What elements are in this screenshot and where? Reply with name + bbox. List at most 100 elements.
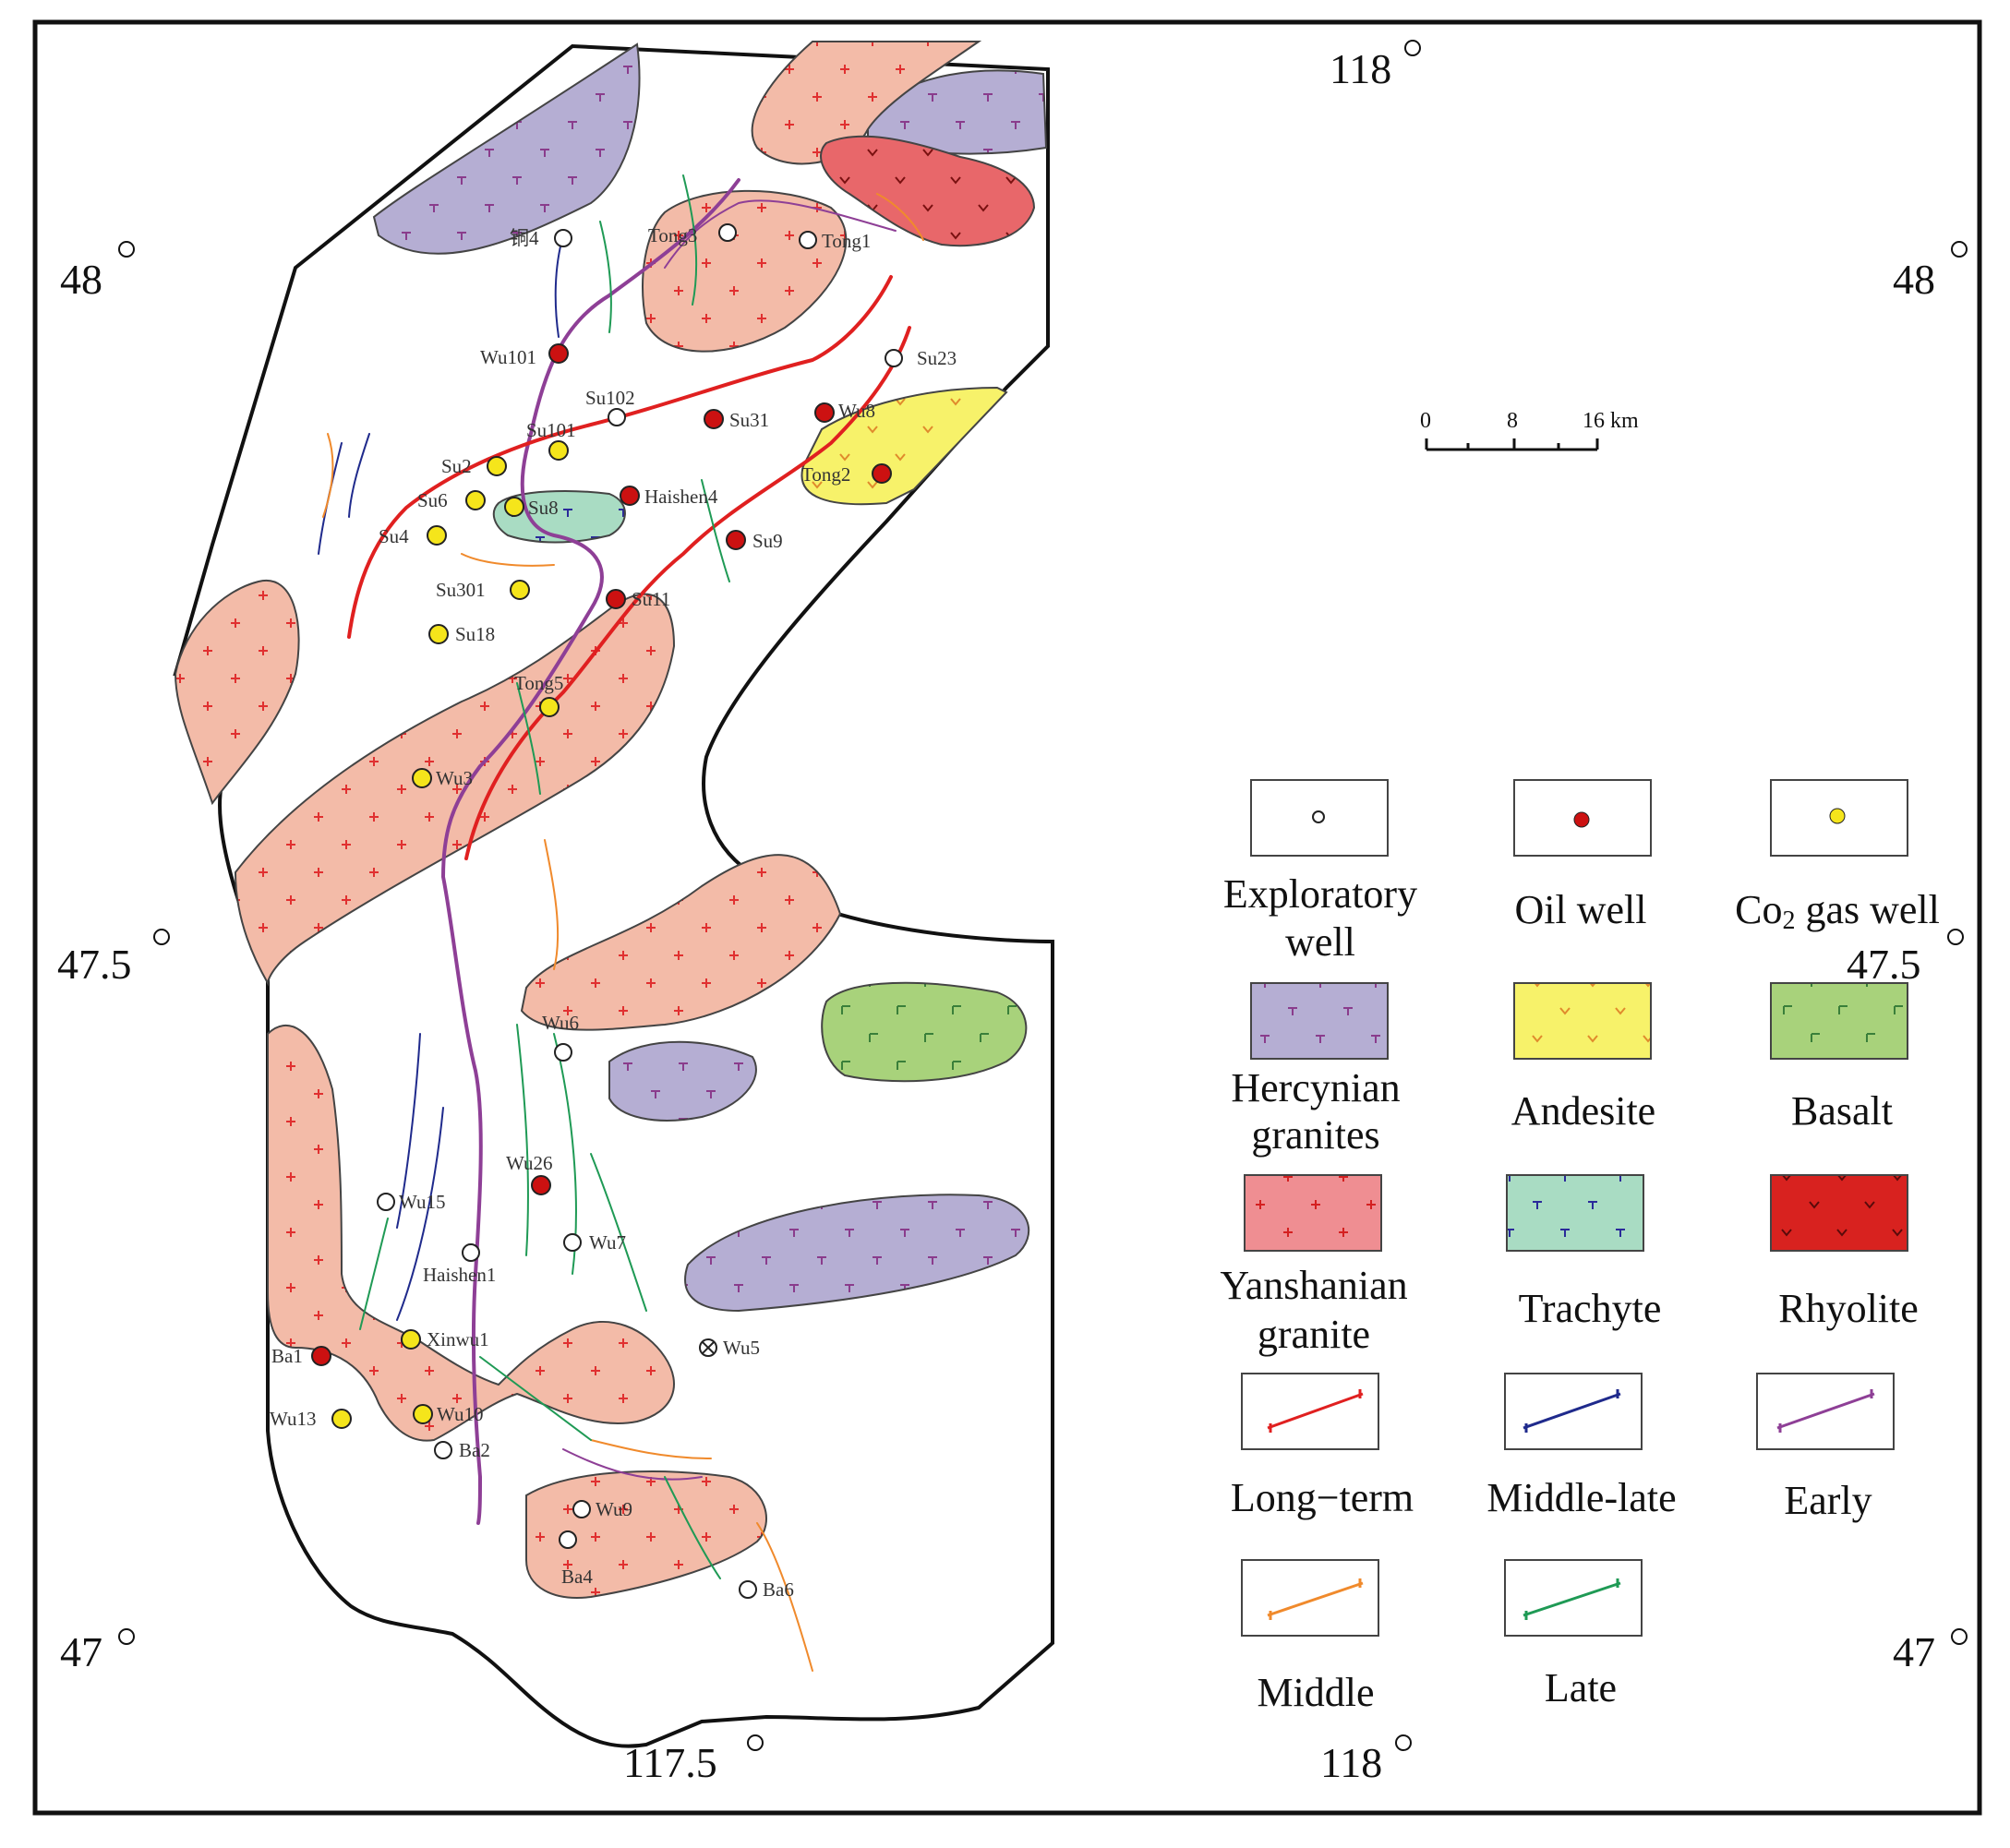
label-su301: Su301 [436,579,486,601]
fault-middle-2 [544,839,560,970]
well-wu5[interactable] [699,1338,717,1357]
legend-early-line [1776,1389,1875,1433]
well-su102[interactable] [608,408,626,426]
label-wu6: Wu6 [542,1012,579,1034]
well-ba1[interactable] [311,1346,331,1366]
well-ba4[interactable] [559,1530,577,1549]
hercynian-granite-north [372,42,641,255]
well-wu8[interactable] [814,402,835,423]
well-wu10[interactable] [413,1404,433,1424]
well-wu101[interactable] [548,343,569,364]
fault-middle-4 [756,1522,813,1672]
coord-lat-47-left: 47 [60,1628,102,1675]
well-su9[interactable] [726,530,746,550]
well-su11[interactable] [606,589,626,609]
legend-label-rhyolite: Rhyolite [1778,1286,1919,1331]
legend-label-exploratory-1: Exploratory [1223,871,1417,917]
well-su4[interactable] [427,525,447,546]
well-tong1[interactable] [799,231,817,249]
label-su4: Su4 [379,525,409,547]
well-wu7[interactable] [563,1233,582,1252]
label-wu9: Wu9 [596,1498,632,1520]
label-xinwu1: Xinwu1 [427,1328,489,1350]
well-haishen1[interactable] [462,1243,480,1262]
legend-label-late: Late [1545,1665,1617,1710]
well-haishen4[interactable] [620,486,640,506]
yanshanian-granite-wu6 [520,854,842,1031]
well-labels: 铜4 Tong3 Tong1 Wu101 Su23 Su102 Su31 Wu8… [270,224,957,1601]
fault-late-10 [516,682,541,795]
well-ba6[interactable] [739,1580,757,1599]
coord-lat-48-left: 48 [60,256,102,303]
well-tong2[interactable] [872,463,892,484]
label-tong2: Tong2 [801,463,850,486]
fault-early-branch [664,199,897,269]
well-su101[interactable] [548,440,569,461]
legend-yanshanian-swatch [1244,1174,1382,1252]
label-wu5: Wu5 [723,1337,760,1359]
legend-trachyte-swatch [1506,1174,1644,1252]
well-ba2[interactable] [434,1441,452,1459]
label-wu10: Wu10 [437,1403,483,1425]
yanshanian-granite-southwest [267,1025,675,1442]
label-haishen4: Haishen4 [644,486,718,508]
well-su8[interactable] [504,497,524,517]
label-su101: Su101 [526,419,576,441]
legend-label-hercynian-2: granites [1251,1112,1379,1158]
legend-middle-late-line [1523,1389,1621,1433]
well-wu13[interactable] [331,1409,352,1429]
well-su301[interactable] [510,580,530,600]
well-wu15[interactable] [377,1193,395,1211]
legend-label-long-term: Long−term [1231,1475,1414,1520]
label-su8: Su8 [528,497,559,519]
well-tong3[interactable] [718,223,737,242]
legend-label-trachyte: Trachyte [1519,1286,1662,1331]
well-su2[interactable] [487,456,507,476]
well-su31[interactable] [704,409,724,429]
label-tong1: Tong1 [822,230,871,252]
well-tong5[interactable] [539,697,560,717]
fault-late-8 [359,1218,389,1330]
well-wu3[interactable] [412,768,432,788]
legend-basalt-swatch [1770,982,1908,1060]
legend-label-exploratory-2: well [1285,919,1355,965]
well-wu9[interactable] [572,1500,591,1518]
well-su6[interactable] [465,490,486,510]
legend-label-yanshanian-2: granite [1258,1312,1370,1357]
legend-rhyolite-swatch [1770,1174,1908,1252]
label-su11: Su11 [632,588,670,610]
label-wu26: Wu26 [506,1152,552,1174]
legend-label-oil-well: Oil well [1515,887,1647,932]
legend-label-basalt: Basalt [1791,1088,1893,1134]
yanshanian-granite-west [174,579,300,806]
well-wu26[interactable] [531,1175,551,1195]
well-su18[interactable] [428,624,449,644]
fault-middle-3 [590,1439,712,1459]
legend-andesite-swatch [1513,982,1652,1060]
faults [318,174,924,1672]
legend-late-line [1523,1578,1621,1620]
well-xinwu1[interactable] [401,1329,421,1350]
label-su2: Su2 [441,455,472,477]
coord-lon-118-top: 118 [1330,45,1391,92]
legend-exploratory-well-symbol [1312,810,1325,823]
label-su9: Su9 [752,530,783,552]
rhyolite-northeast [820,135,1036,247]
well-su23[interactable] [885,349,903,367]
trachyte-body [492,490,626,544]
label-ba6: Ba6 [763,1578,794,1601]
legend-oil-well-symbol [1573,811,1590,828]
label-wu13: Wu13 [270,1408,316,1430]
legend-middle-line [1267,1578,1364,1620]
fault-middle-late-5 [396,1107,444,1321]
label-ba4: Ba4 [561,1566,593,1588]
label-su18: Su18 [455,623,495,645]
legend-co2-well-symbol [1829,808,1846,824]
legend-label-yanshanian-1: Yanshanian [1220,1263,1407,1308]
fault-late-6 [479,1356,592,1441]
fault-late-1 [599,221,612,333]
well-tong4[interactable] [554,229,572,247]
fault-long-term-2 [464,326,911,860]
label-tong5: Tong5 [514,672,563,694]
well-wu6[interactable] [554,1043,572,1062]
